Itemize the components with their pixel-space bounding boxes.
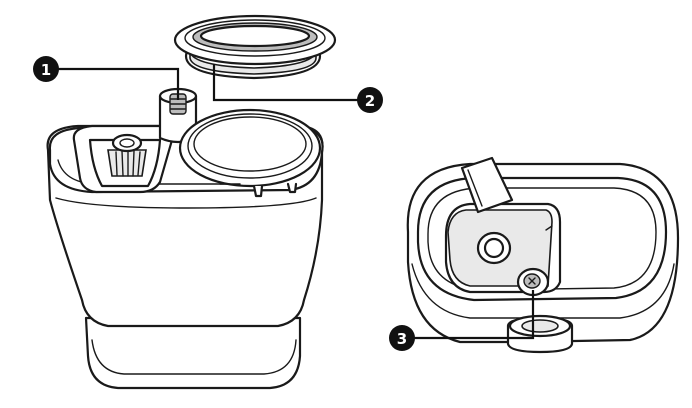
tank-knob	[90, 135, 160, 186]
tank-base-ring	[86, 318, 300, 388]
callout-marker-1: 1	[33, 56, 59, 82]
fill-opening-rim	[180, 110, 320, 186]
knob-rib	[116, 152, 117, 175]
water-tank	[48, 89, 323, 388]
lock-notch-icon	[254, 186, 262, 196]
knob-rib	[133, 151, 134, 176]
cap-top-center	[201, 26, 309, 46]
callout-marker-3: 3	[389, 325, 415, 351]
callout-number-3: 3	[397, 330, 407, 348]
base-valve-pin	[478, 233, 510, 263]
base-unit	[408, 158, 678, 352]
lock-notch-icon	[288, 184, 296, 192]
tank-cap	[175, 16, 335, 78]
front-port-opening	[522, 320, 558, 332]
callout-number-2: 2	[365, 92, 375, 110]
callout-leader-1	[46, 69, 178, 100]
base-front-port	[508, 316, 572, 352]
callout-marker-2: 2	[357, 87, 383, 113]
valve-pin-head	[485, 239, 503, 257]
callout-number-1: 1	[41, 61, 51, 79]
knob-rib	[122, 151, 123, 176]
knob-top	[113, 135, 141, 151]
